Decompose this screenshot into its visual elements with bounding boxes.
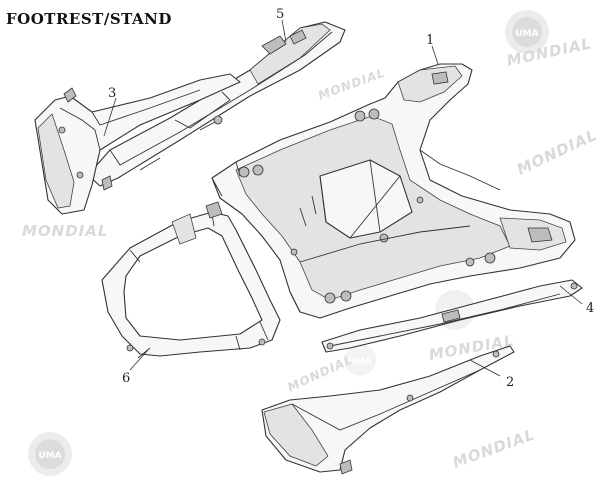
callout-3: 3 [108,86,116,101]
logo-uma-top-right: UMA [505,10,549,54]
part-left-side-cover [34,73,241,215]
page-title: FOOTREST/STAND [6,10,172,28]
leader-lines [103,19,583,377]
callout-5: 5 [276,7,284,22]
part-under-cover [101,201,281,359]
logo-text: UMA [348,357,371,367]
callout-labels: 1 2 3 4 5 6 [108,7,594,390]
leader-6 [129,349,149,371]
watermark-mondial: MONDIAL [285,352,355,395]
watermark-mondial: MONDIAL [450,425,537,471]
leader-5 [281,19,287,43]
watermark-mondial: MONDIAL [514,126,600,179]
callout-2: 2 [506,375,514,390]
leader-2 [469,359,501,377]
leader-1 [431,45,439,65]
part-left-footrest-strip [87,21,346,187]
part-floor-panel [211,63,576,319]
callout-4: 4 [586,301,594,316]
part-right-footrest-strip [321,279,583,353]
logo-uma-bottom-left: UMA [28,432,72,476]
logo-text: UMA [38,451,61,461]
leader-3 [103,97,117,137]
part-right-side-skirt [261,345,515,475]
callout-6: 6 [122,371,130,386]
leader-4 [559,285,583,305]
callout-1: 1 [426,33,434,48]
watermark-mondial: MONDIAL [316,66,387,103]
logo-uma-center: UMA [344,344,376,376]
logo-text: UMA [515,29,538,39]
watermark-mondial: MONDIAL [22,222,108,240]
